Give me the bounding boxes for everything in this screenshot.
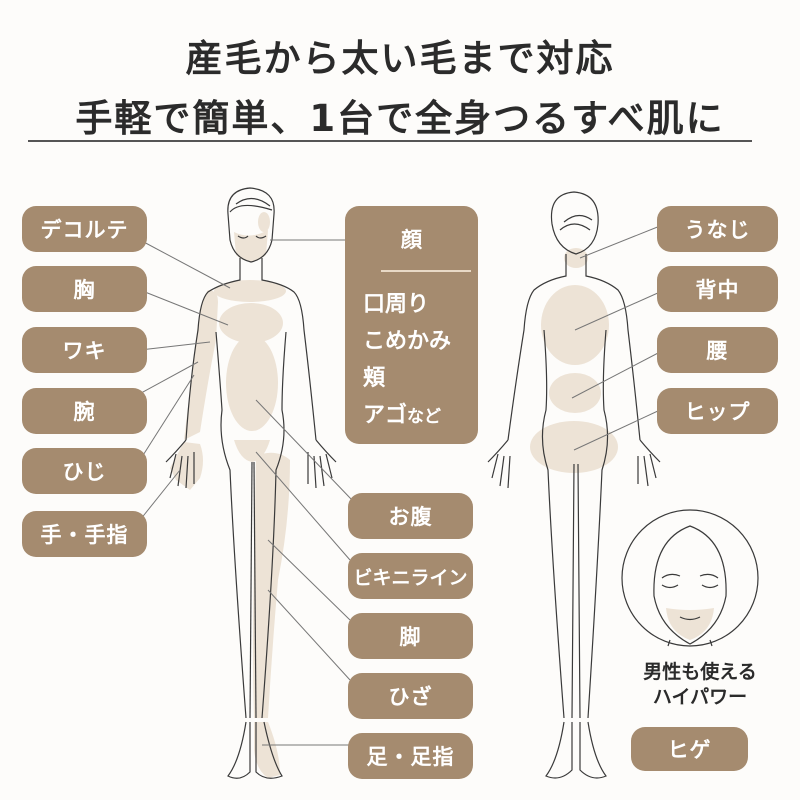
- headline-underline: [28, 140, 752, 142]
- area-label-leg[interactable]: 脚: [348, 613, 473, 659]
- area-label-back[interactable]: 背中: [657, 266, 778, 312]
- area-label-chest[interactable]: 胸: [22, 266, 147, 312]
- area-label-beard[interactable]: ヒゲ: [631, 727, 748, 771]
- face-item-chin: アゴなど: [363, 403, 442, 428]
- face-title: 顔: [401, 228, 422, 252]
- area-label-waist[interactable]: 腰: [657, 327, 778, 373]
- headline-line-2: 手軽で簡単、1台で全身つるすべ肌に: [75, 97, 725, 140]
- headline-line-1: 産毛から太い毛まで対応: [185, 37, 615, 80]
- area-label-nape[interactable]: うなじ: [657, 206, 778, 252]
- back-figure-outline: [487, 191, 661, 779]
- face-item-temple: こめかみ: [363, 329, 452, 354]
- face-item-mouth: 口周り: [363, 292, 430, 317]
- male-face-circle: [621, 509, 759, 647]
- area-label-foot-toes[interactable]: 足・足指: [348, 733, 473, 779]
- area-label-knee[interactable]: ひざ: [348, 673, 473, 719]
- highlight-areas: [170, 212, 714, 778]
- area-label-bikini-line[interactable]: ビキニライン: [348, 553, 473, 599]
- area-label-decollete[interactable]: デコルテ: [22, 206, 147, 252]
- area-label-armpit[interactable]: ワキ: [22, 327, 147, 373]
- face-item-cheek: 頬: [363, 366, 386, 391]
- area-label-belly[interactable]: お腹: [348, 493, 473, 539]
- area-label-hand-fingers[interactable]: 手・手指: [22, 511, 147, 557]
- area-label-hip[interactable]: ヒップ: [657, 388, 778, 434]
- face-area-box[interactable]: 顔 口周り こめかみ 頬 アゴなど: [345, 206, 478, 444]
- area-label-arm[interactable]: 腕: [22, 388, 147, 434]
- male-caption: 男性も使える ハイパワー: [643, 661, 757, 708]
- area-label-elbow[interactable]: ひじ: [22, 448, 147, 494]
- face-divider: [381, 270, 471, 272]
